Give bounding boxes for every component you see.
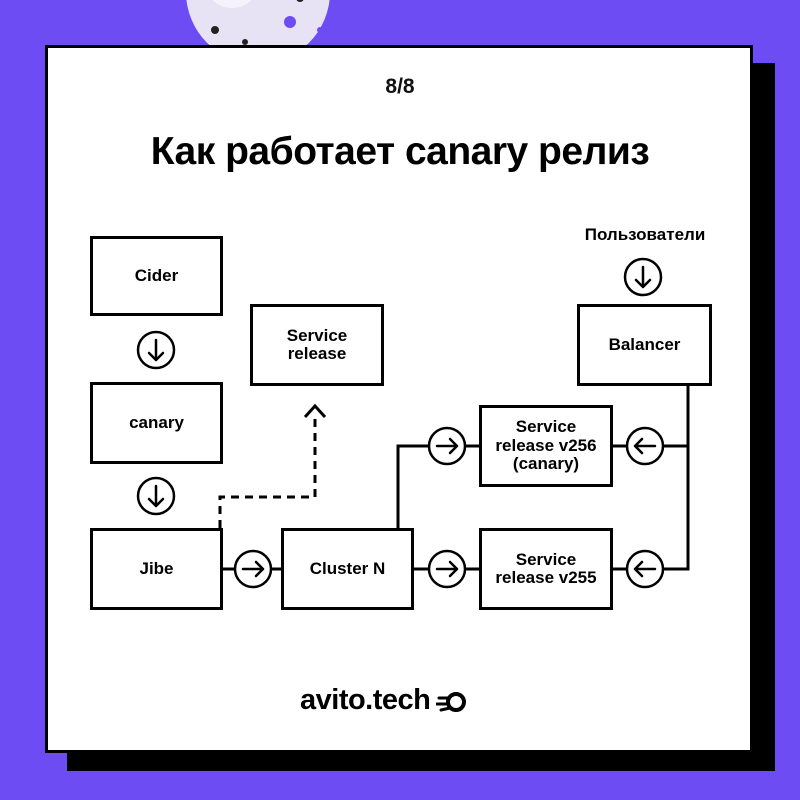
node-jibe: Jibe [90,528,223,610]
arrow-left-icon [625,426,665,466]
node-cider: Cider [90,236,223,316]
brand-logo: avito.tech [300,684,470,717]
logo-text: avito.tech [300,684,431,716]
arrow-down-icon [136,330,176,370]
node-canary: canary [90,382,223,464]
dashed-connector-to-service-release [218,418,317,528]
arrow-right-icon [233,549,273,589]
arrow-left-icon [625,549,665,589]
page-counter: 8/8 [385,75,415,98]
rocket-icon [436,691,467,712]
dashed-arrow-head [303,403,327,419]
arrow-down-icon [136,476,176,516]
node-service-release: Service release [250,304,384,386]
connector-cluster-to-v256 [396,444,428,528]
node-release-v256: Service release v256 (canary) [479,405,613,487]
users-label: Пользователи [584,225,706,244]
arrow-down-icon [623,257,663,297]
node-release-v255: Service release v255 [479,528,613,610]
connector-balancer-trunk [663,385,690,571]
node-cluster-n: Cluster N [281,528,414,610]
arrow-right-icon [427,549,467,589]
slide-title: Как работает canary релиз [150,130,650,173]
node-balancer: Balancer [577,304,712,386]
arrow-right-icon [427,426,467,466]
